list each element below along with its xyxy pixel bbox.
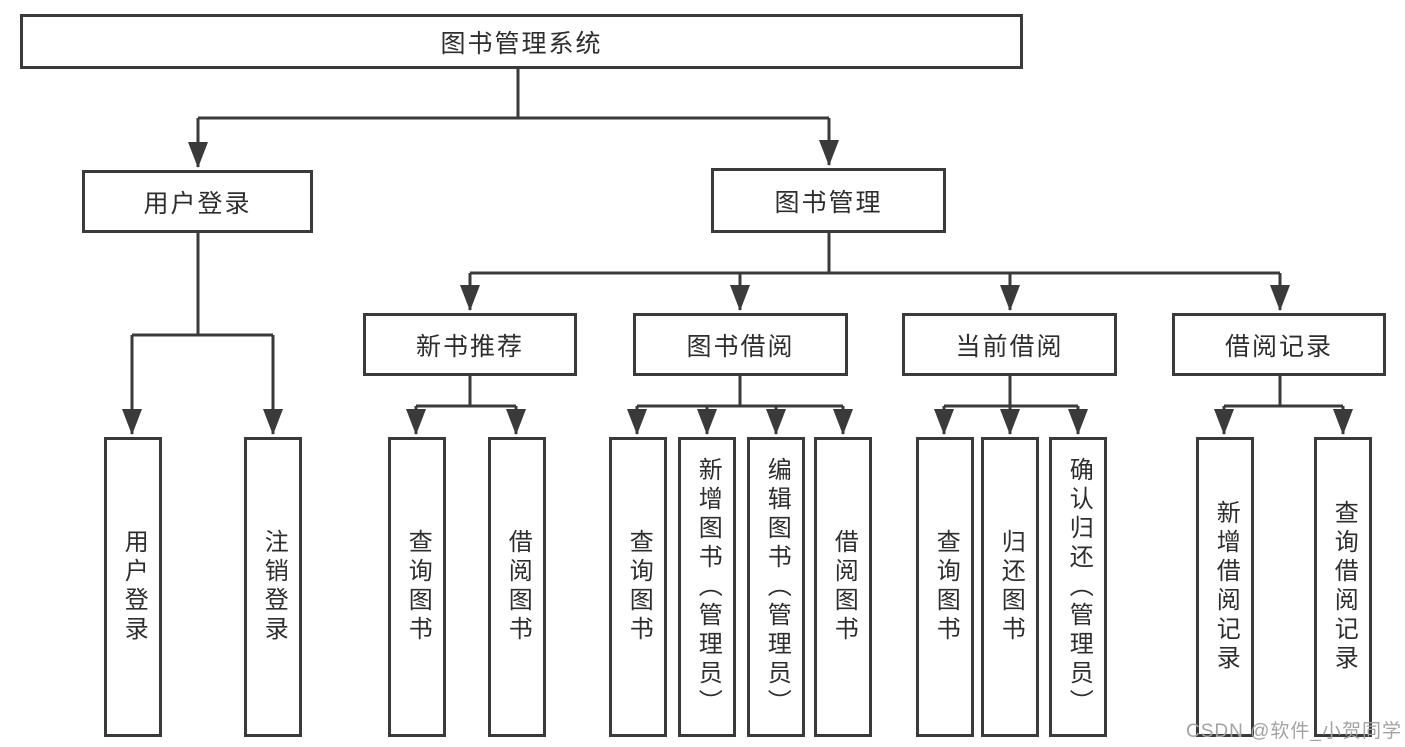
node-new-book-recommend: 新书推荐 xyxy=(363,313,577,376)
leaf-label: 查询图书 xyxy=(625,529,653,645)
leaf-label: 查询图书 xyxy=(404,529,432,645)
leaf-add-books-admin: 新增图书（管理员） xyxy=(678,437,736,737)
leaf-label: 注销登录 xyxy=(260,529,288,645)
leaf-label: 归还图书 xyxy=(997,529,1025,645)
node-borrow-records: 借阅记录 xyxy=(1172,313,1386,376)
leaf-query-books-borrowing: 查询图书 xyxy=(609,437,667,737)
node-current-borrowing: 当前借阅 xyxy=(902,313,1117,376)
leaf-label: 编辑图书（管理员） xyxy=(763,456,791,718)
leaf-label: 用户登录 xyxy=(120,529,148,645)
leaf-return-books: 归还图书 xyxy=(981,437,1039,737)
watermark: CSDN @软件_小贺同学 xyxy=(1186,721,1402,742)
leaf-query-books-current: 查询图书 xyxy=(916,437,974,737)
leaf-borrow-books: 借阅图书 xyxy=(814,437,872,737)
leaf-edit-books-admin: 编辑图书（管理员） xyxy=(747,437,805,737)
leaf-label: 新增图书（管理员） xyxy=(694,456,722,718)
leaf-label: 新增借阅记录 xyxy=(1212,500,1240,674)
leaf-add-borrow-record: 新增借阅记录 xyxy=(1196,437,1254,737)
leaf-label: 确认归还（管理员） xyxy=(1065,456,1093,718)
leaf-user-login: 用户登录 xyxy=(104,437,162,737)
leaf-query-books-recommend: 查询图书 xyxy=(388,437,446,737)
leaf-borrow-books-recommend: 借阅图书 xyxy=(488,437,546,737)
leaf-label: 查询借阅记录 xyxy=(1330,500,1358,674)
leaf-label: 借阅图书 xyxy=(504,529,532,645)
leaf-query-borrow-record: 查询借阅记录 xyxy=(1314,437,1372,737)
node-book-management: 图书管理 xyxy=(711,168,946,233)
leaf-label: 查询图书 xyxy=(932,529,960,645)
node-root-system: 图书管理系统 xyxy=(20,14,1023,69)
node-book-borrowing: 图书借阅 xyxy=(633,313,848,376)
node-user-login: 用户登录 xyxy=(82,170,313,233)
leaf-confirm-return-admin: 确认归还（管理员） xyxy=(1049,437,1107,737)
leaf-label: 借阅图书 xyxy=(830,529,858,645)
leaf-logout-login: 注销登录 xyxy=(244,437,302,737)
